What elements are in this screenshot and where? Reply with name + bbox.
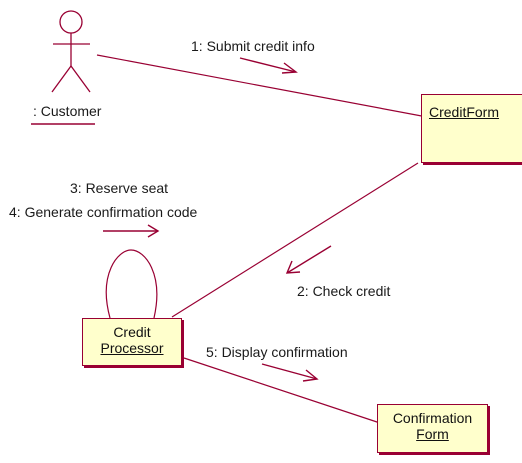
- self-link-loop: [105, 249, 158, 319]
- arrow-msg34-icon: [103, 224, 160, 238]
- customer-actor-name: : Customer: [33, 103, 102, 119]
- link-creditform-processor: [171, 162, 419, 318]
- message-4-label: 4: Generate confirmation code: [9, 204, 198, 220]
- link-customer-creditform: [96, 54, 428, 118]
- customer-actor-icon: [51, 10, 91, 93]
- credit-processor-object[interactable]: Credit Processor: [82, 318, 182, 366]
- message-1-label: 1: Submit credit info: [191, 38, 315, 54]
- confirmation-form-name-line1: Confirmation: [392, 410, 473, 426]
- arrow-msg1-icon: [239, 57, 298, 74]
- credit-processor-name-line2: Processor: [100, 340, 164, 356]
- arrow-msg2-icon: [285, 245, 332, 274]
- confirmation-form-object[interactable]: Confirmation Form: [377, 404, 488, 453]
- arrow-msg5-icon: [261, 363, 319, 382]
- creditform-object[interactable]: CreditForm: [421, 94, 522, 163]
- message-5-label: 5: Display confirmation: [206, 344, 348, 360]
- message-3-label: 3: Reserve seat: [70, 180, 169, 196]
- link-processor-confirmation: [183, 357, 381, 424]
- confirmation-form-name-line2: Form: [416, 426, 449, 442]
- message-2-label: 2: Check credit: [297, 283, 391, 299]
- credit-processor-name-line1: Credit: [113, 324, 151, 340]
- creditform-object-name: CreditForm: [429, 104, 500, 120]
